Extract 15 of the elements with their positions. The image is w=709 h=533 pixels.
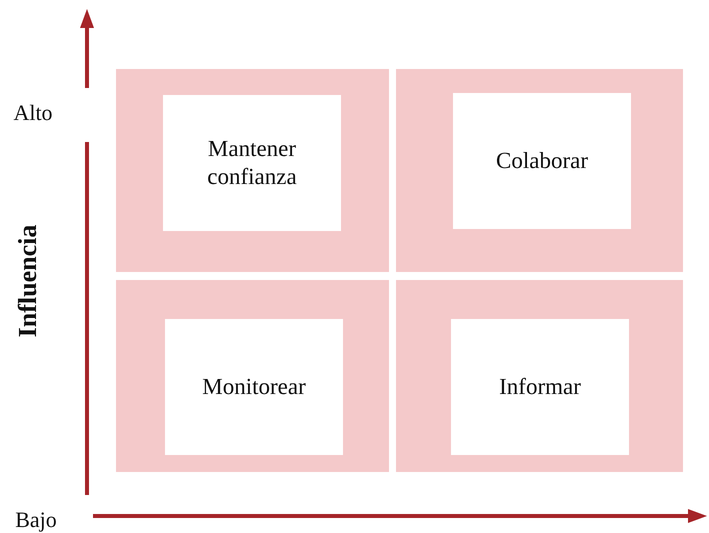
box-label: Monitorear: [202, 373, 306, 401]
strategy-box: [163, 95, 341, 231]
quadrant-panel: [396, 69, 683, 272]
box-label: Colaborar: [496, 147, 588, 175]
strategy-box: [451, 319, 629, 455]
box-label: Mantener confianza: [206, 135, 298, 191]
quadrant-panel: [396, 280, 683, 472]
axis-label: Influencia: [13, 224, 43, 340]
box-label: Informar: [499, 373, 581, 401]
axis-label: Alto: [12, 99, 54, 127]
quadrant-panel: [116, 69, 389, 272]
strategy-box: [453, 93, 631, 229]
axis-label: Bajo: [14, 506, 58, 533]
quadrant-panel: [116, 280, 389, 472]
strategy-box: [165, 319, 343, 455]
